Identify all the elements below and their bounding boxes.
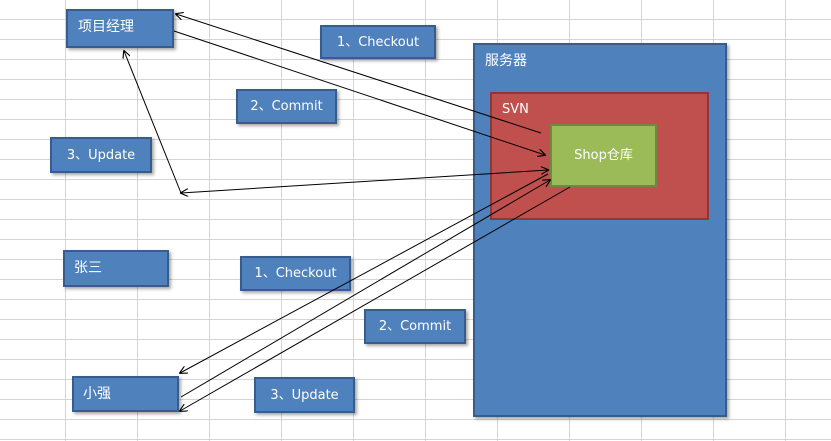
xiaoqiang-box: 小强 [72, 376, 179, 412]
pm-update-step: 3、Update [50, 137, 152, 173]
shop-repository-box: Shop仓库 [550, 124, 657, 187]
pm-commit-arrow [173, 30, 545, 155]
pm-checkout-step: 1、Checkout [320, 25, 436, 59]
xq-commit-arrow [180, 180, 550, 398]
pm-update-arrow [181, 170, 548, 193]
xq-checkout-step: 1、Checkout [240, 256, 351, 291]
xq-checkout-label: 1、Checkout [254, 266, 337, 281]
svn-label: SVN [502, 102, 529, 117]
pm-checkout-label: 1、Checkout [336, 34, 420, 50]
xq-update-label: 3、Update [270, 387, 339, 403]
pm-update-line [124, 51, 182, 194]
pm-commit-label: 2、Commit [250, 99, 323, 114]
pm-commit-step: 2、Commit [236, 89, 337, 124]
pm-checkout-arrow [176, 14, 542, 134]
server-label: 服务器 [485, 53, 527, 69]
zhangsan-box: 张三 [63, 250, 169, 287]
xq-update-arrow [180, 186, 571, 411]
xiaoqiang-label: 小强 [83, 386, 111, 402]
project-manager-label: 项目经理 [78, 19, 134, 35]
project-manager-box: 项目经理 [66, 9, 174, 48]
xq-checkout-arrow [180, 173, 549, 373]
xq-update-step: 3、Update [254, 377, 355, 413]
shop-repository-label: Shop仓库 [574, 148, 633, 163]
svn-box: SVN [490, 92, 709, 220]
pm-update-label: 3、Update [66, 147, 136, 163]
zhangsan-label: 张三 [74, 260, 102, 276]
xq-commit-step: 2、Commit [364, 309, 466, 344]
xq-commit-label: 2、Commit [378, 319, 452, 334]
